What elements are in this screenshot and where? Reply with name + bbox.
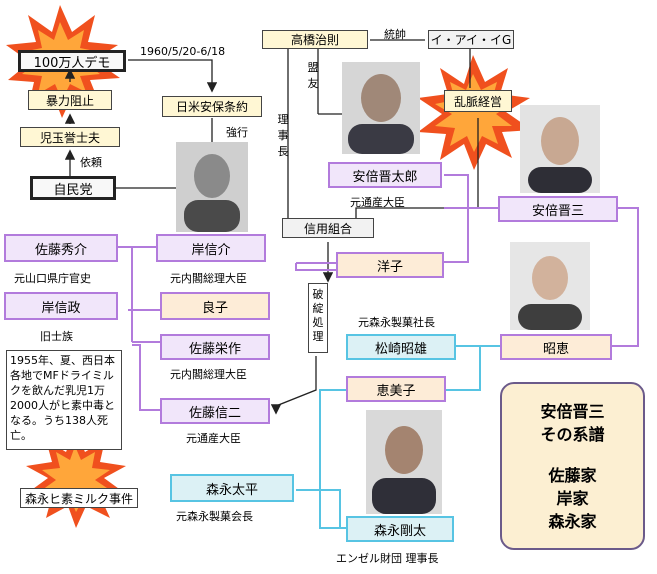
shinzo-photo [520, 105, 600, 193]
sato-hidesuke-role: 元山口県庁官史 [14, 272, 91, 285]
command-label: 統帥 [384, 28, 406, 41]
title-line-1: 安倍晋三 [540, 401, 605, 421]
violence-block-box: 暴力阻止 [28, 90, 112, 110]
sato-hidesuke-box: 佐藤秀介 [4, 234, 118, 262]
takahashi-box: 高橋治則 [262, 30, 368, 49]
taihei-box: 森永太平 [170, 474, 294, 502]
director-label: 理事長 [277, 113, 289, 158]
kishi-name: 岸信介 [191, 242, 231, 258]
emiko-box: 恵美子 [346, 376, 446, 402]
kishi-nobumasa-role: 旧士族 [40, 330, 73, 343]
akie-name: 昭恵 [542, 341, 569, 357]
matsuzaki-name: 松崎昭雄 [374, 341, 427, 357]
million-demo-box: 100万人デモ [18, 50, 126, 72]
sato-hidesuke-name: 佐藤秀介 [34, 242, 87, 258]
eisaku-name: 佐藤栄作 [188, 341, 241, 357]
morinaga-poison-case-label: 森永ヒ素ミルク事件 [24, 491, 133, 506]
kishi-nobumasa-name: 岸信政 [41, 300, 81, 316]
title-line-2: その系譜 [540, 424, 605, 444]
credit-union-box: 信用組合 [282, 218, 374, 238]
ldp-label: 自民党 [53, 182, 93, 198]
gota-box: 森永剛太 [346, 516, 454, 542]
shinji-name: 佐藤信二 [188, 405, 241, 421]
shintaro-name: 安倍晋太郎 [352, 169, 418, 185]
shintaro-photo [342, 62, 420, 154]
yoshiko-name: 良子 [201, 300, 228, 316]
taihei-role: 元森永製菓会長 [176, 510, 253, 523]
kishi-box: 岸信介 [156, 234, 266, 262]
yoko-name: 洋子 [376, 259, 403, 275]
ally-label: 盟友 [307, 61, 319, 90]
demo-date: 1960/5/20-6/18 [140, 45, 226, 58]
poison-note: 1955年、夏、西日本各地でMFドライミルクを飲んだ乳児1万2000人がヒ素中毒… [6, 350, 122, 450]
collapse-box: 破綻処理 [308, 283, 328, 353]
title-line-5: 森永家 [548, 511, 597, 531]
shinzo-box: 安倍晋三 [498, 196, 618, 222]
akie-box: 昭恵 [500, 334, 612, 360]
million-demo-label: 100万人デモ [33, 55, 111, 71]
eisaku-role: 元内閣総理大臣 [170, 368, 247, 381]
lavish-management-box: 乱脈経営 [444, 90, 512, 112]
matsuzaki-role: 元森永製菓社長 [358, 316, 435, 329]
eie-group-label: イ・アイ・イG [430, 33, 512, 47]
enforce-label: 強行 [226, 126, 248, 139]
kishi-role: 元内閣総理大臣 [170, 272, 247, 285]
shinji-role: 元通産大臣 [186, 432, 241, 445]
morinaga-poison-case-box: 森永ヒ素ミルク事件 [20, 488, 138, 508]
security-treaty-box: 日米安保条約 [162, 96, 262, 117]
kodama-label: 児玉誉士夫 [39, 130, 100, 145]
taihei-name: 森永太平 [205, 482, 258, 498]
security-treaty-label: 日米安保条約 [175, 100, 248, 114]
violence-block-label: 暴力阻止 [45, 93, 94, 108]
gota-photo [366, 410, 442, 514]
takahashi-label: 高橋治則 [290, 33, 339, 47]
credit-union-label: 信用組合 [303, 221, 352, 236]
eie-group-box: イ・アイ・イG [428, 30, 514, 49]
lavish-management-label: 乱脈経営 [453, 94, 502, 109]
emiko-name: 恵美子 [376, 383, 416, 399]
akie-photo [510, 242, 590, 330]
shinzo-name: 安倍晋三 [531, 203, 584, 219]
kodama-box: 児玉誉士夫 [20, 127, 120, 147]
request-label: 依頼 [80, 156, 102, 169]
eisaku-box: 佐藤栄作 [160, 334, 270, 360]
burst-lavish [418, 55, 532, 170]
gota-role: エンゼル財団 理事長 [336, 552, 439, 565]
gota-name: 森永剛太 [373, 523, 426, 539]
title-line-3: 佐藤家 [548, 465, 597, 485]
kishi-nobumasa-box: 岸信政 [4, 292, 118, 320]
yoko-box: 洋子 [336, 252, 444, 278]
kishi-photo [176, 142, 248, 232]
yoshiko-box: 良子 [160, 292, 270, 320]
shintaro-role: 元通産大臣 [350, 196, 405, 209]
shinji-box: 佐藤信二 [160, 398, 270, 424]
matsuzaki-box: 松崎昭雄 [346, 334, 456, 360]
ldp-box: 自民党 [30, 176, 116, 200]
shintaro-box: 安倍晋太郎 [328, 162, 442, 188]
title-line-4: 岸家 [556, 488, 589, 508]
genealogy-title-panel: 安倍晋三 その系譜 佐藤家 岸家 森永家 [500, 382, 645, 550]
